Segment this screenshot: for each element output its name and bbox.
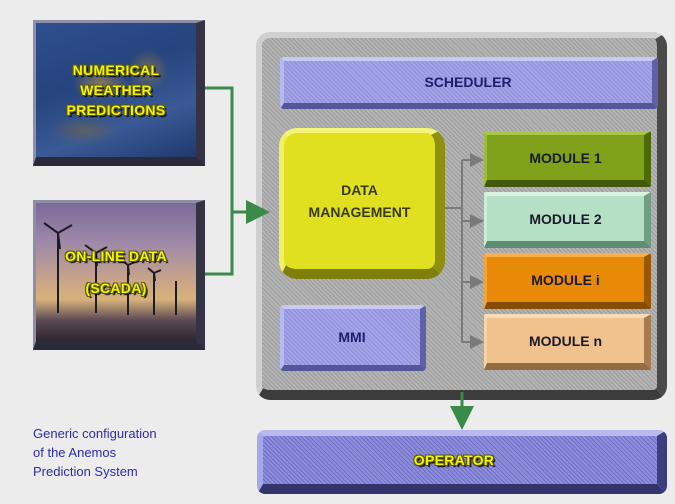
- operator-block: OPERATOR: [257, 430, 667, 494]
- caption-line3: Prediction System: [33, 464, 138, 479]
- operator-label: OPERATOR: [413, 452, 495, 468]
- nwp-label-line2: WEATHER: [80, 82, 152, 98]
- mmi-label: MMI: [338, 329, 366, 345]
- scada-label-line1: ON-LINE DATA: [65, 248, 167, 264]
- module-1-block: MODULE 1: [484, 131, 651, 187]
- module-2-label: MODULE 2: [529, 210, 602, 227]
- caption-line2: of the Anemos: [33, 445, 117, 460]
- module-1-label: MODULE 1: [529, 149, 602, 166]
- module-i-label: MODULE i: [531, 271, 600, 288]
- module-2-block: MODULE 2: [484, 192, 651, 248]
- mmi-block: MMI: [280, 305, 426, 371]
- nwp-connector: [205, 86, 234, 212]
- scada-label-line2: (SCADA): [85, 280, 147, 296]
- caption-line1: Generic configuration: [33, 426, 157, 441]
- data-management-line2: MANAGEMENT: [308, 204, 411, 220]
- data-management-block: DATA MANAGEMENT: [279, 128, 445, 279]
- scheduler-label: SCHEDULER: [424, 74, 512, 90]
- scada-input-panel: ON-LINE DATA (SCADA): [33, 200, 205, 350]
- module-n-block: MODULE n: [484, 314, 651, 370]
- scheduler-block: SCHEDULER: [280, 57, 658, 109]
- module-n-label: MODULE n: [528, 332, 603, 349]
- nwp-label-line1: NUMERICAL: [72, 62, 160, 78]
- module-i-block: MODULE i: [484, 253, 651, 309]
- data-management-line1: DATA: [341, 182, 378, 198]
- wind-turbines-graphic: [43, 222, 177, 315]
- scada-connector: [205, 212, 234, 276]
- nwp-input-panel: NUMERICAL WEATHER PREDICTIONS: [33, 20, 205, 166]
- nwp-label-line3: PREDICTIONS: [66, 102, 166, 118]
- diagram-caption: Generic configuration of the Anemos Pred…: [33, 424, 233, 481]
